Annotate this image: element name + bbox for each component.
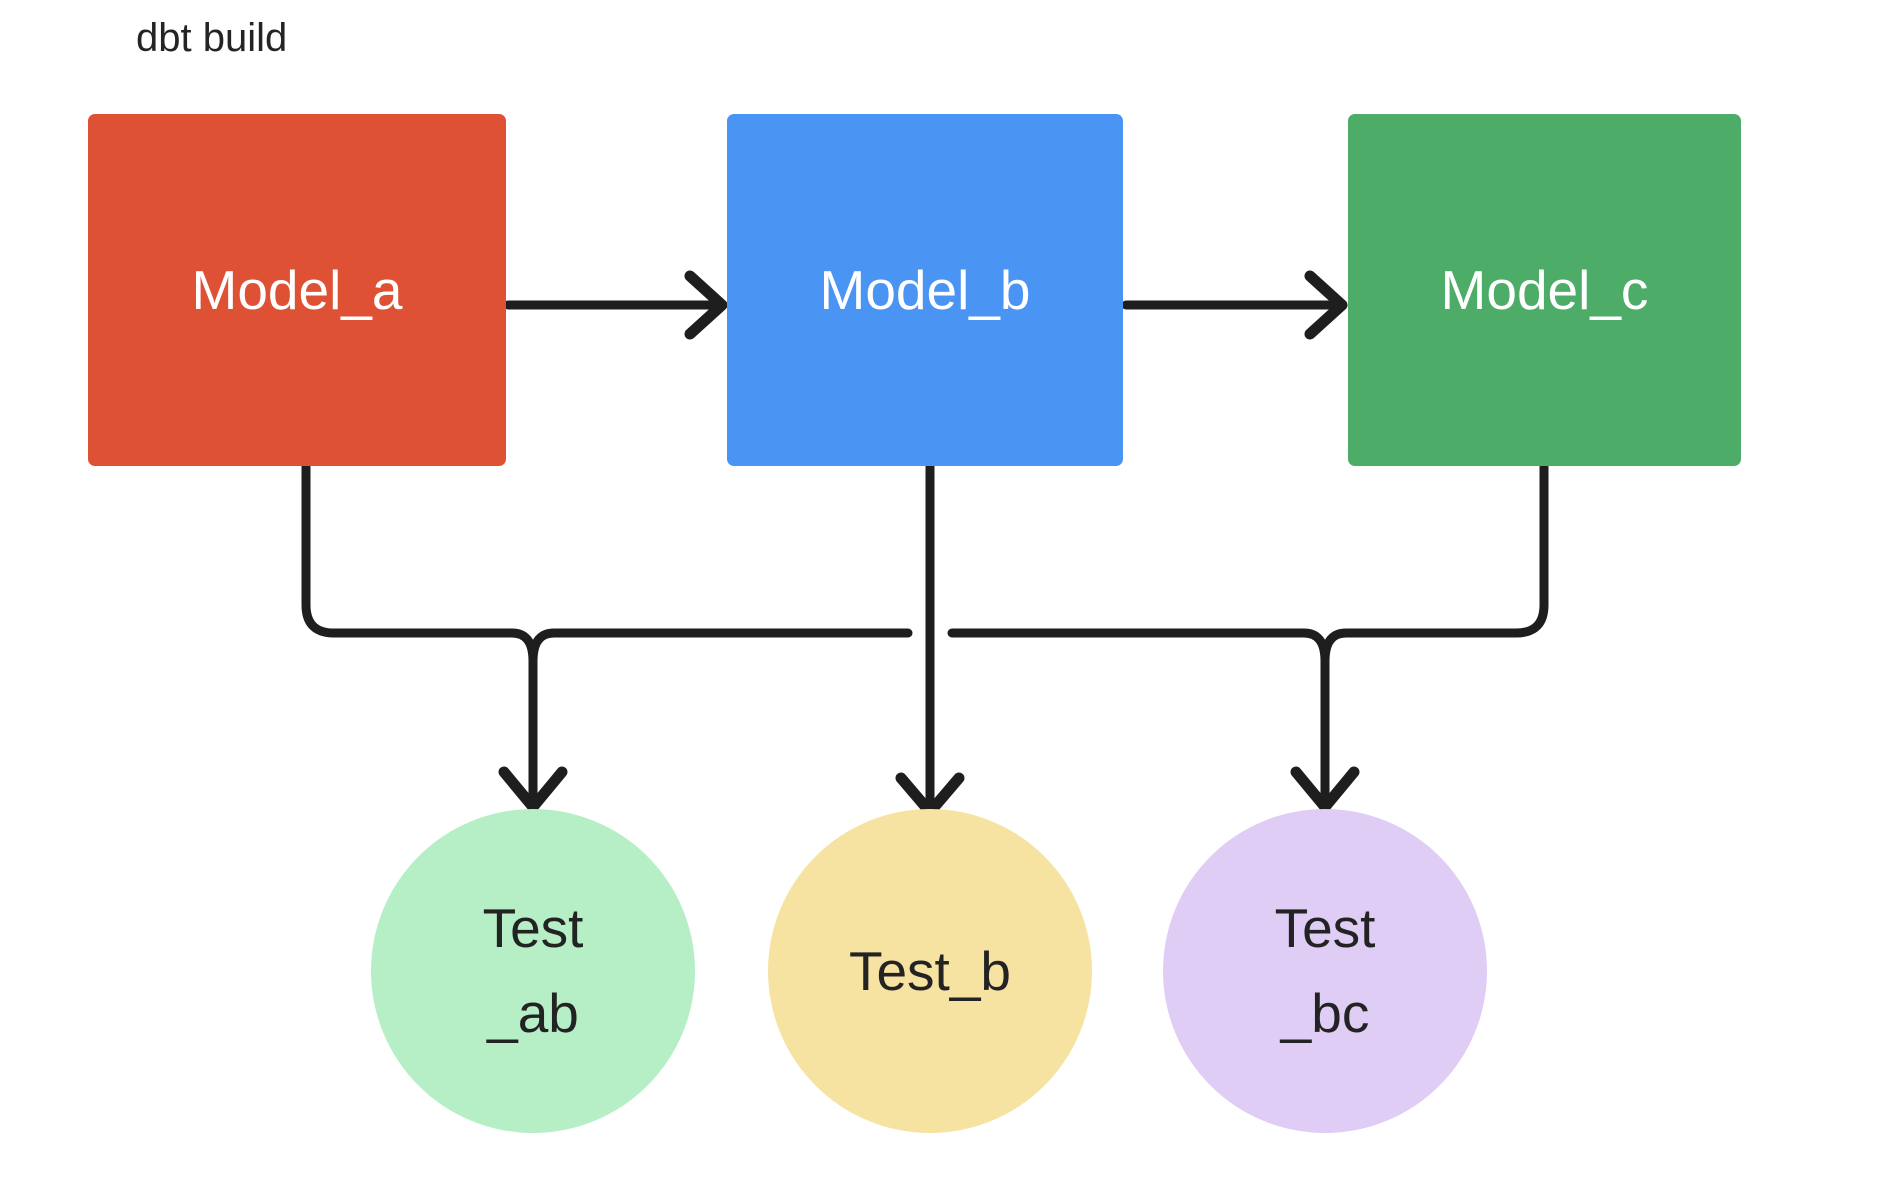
edge-model-b-to-test-b xyxy=(895,461,965,818)
node-test-b[interactable]: Test_b xyxy=(768,809,1092,1133)
node-model-b[interactable]: Model_b xyxy=(727,114,1123,466)
edge-model-a-to-model-b xyxy=(503,270,728,340)
node-model-c-label: Model_c xyxy=(1440,259,1649,321)
edge-bus-to-test-bc xyxy=(1290,650,1360,813)
edge-model-b-to-model-c xyxy=(1121,270,1348,340)
node-test-bc[interactable]: Test _bc xyxy=(1163,809,1487,1133)
node-model-b-label: Model_b xyxy=(819,259,1031,321)
node-model-c[interactable]: Model_c xyxy=(1348,114,1741,466)
node-model-a[interactable]: Model_a xyxy=(88,114,506,466)
node-test-b-label: Test_b xyxy=(848,939,1012,1002)
edge-bus-left xyxy=(507,628,913,666)
node-model-a-label: Model_a xyxy=(191,259,403,321)
edge-model-a-to-bus xyxy=(301,461,517,638)
edge-bus-to-test-ab xyxy=(498,650,568,813)
edge-model-c-to-bus xyxy=(1343,461,1549,638)
edge-bus-right xyxy=(947,628,1353,666)
node-test-bc-label: Test _bc xyxy=(1274,897,1376,1044)
diagram-title: dbt build xyxy=(136,16,288,60)
node-test-ab[interactable]: Test _ab xyxy=(371,809,695,1133)
node-test-ab-label: Test _ab xyxy=(482,897,584,1044)
